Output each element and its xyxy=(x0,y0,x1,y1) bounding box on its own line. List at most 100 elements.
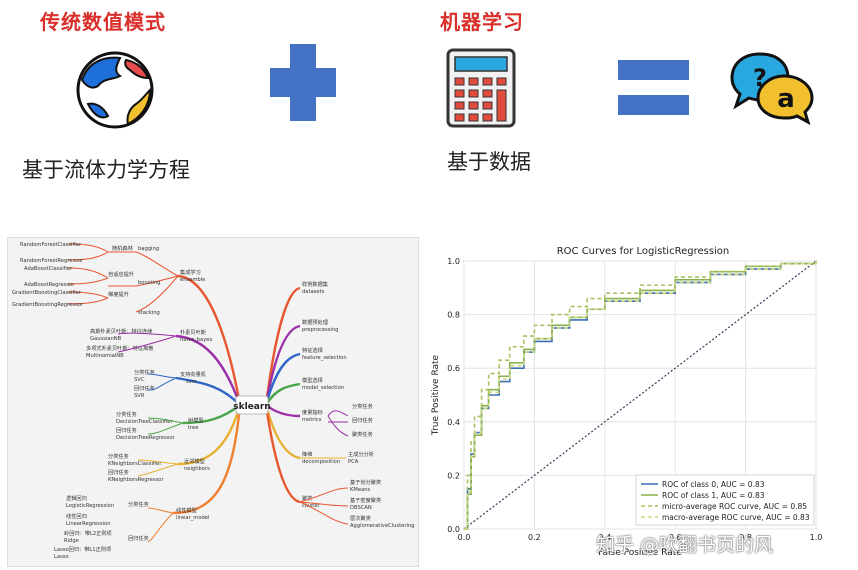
legend-box xyxy=(635,474,815,526)
decomp-pca: PCA xyxy=(348,459,359,465)
x-tick-label: 0.6 xyxy=(669,533,682,542)
x-tick-label: 0.2 xyxy=(528,533,541,542)
branch-cluster-en: cluster xyxy=(302,503,321,509)
branch-model-sel: 模型选择 xyxy=(302,376,324,384)
ensemble-boosting: boosting xyxy=(138,280,160,286)
ensemble-abc: AdaBoostClassifier xyxy=(24,266,73,272)
calculator-icon xyxy=(446,48,516,128)
svm-reg: 回归任务 xyxy=(134,384,155,392)
svm-cls: 分类任务 xyxy=(134,368,155,376)
ensemble-abr: AdaBoostRegressor xyxy=(24,282,75,288)
metrics-reg: 回归任务 xyxy=(352,416,373,424)
weather-map-icon xyxy=(76,51,154,129)
ensemble-rf: 随机森林 xyxy=(112,244,134,252)
tree-dtc: DecisionTreeClassifier xyxy=(116,419,173,425)
y-tick-label: 0.8 xyxy=(447,311,460,320)
ensemble-stacking: stacking xyxy=(138,310,160,316)
mindmap-center: sklearn xyxy=(233,402,270,412)
linear-linreg: LinearRegression xyxy=(66,521,111,527)
legend-label: micro-average ROC curve, AUC = 0.85 xyxy=(662,502,807,511)
branch-ensemble: 集成学习 xyxy=(180,268,201,276)
linear-logit: 逻辑回归 xyxy=(66,494,87,502)
knn-reg: 回归任务 xyxy=(108,468,129,476)
cluster-hier: 层次聚类 xyxy=(350,514,371,522)
branch-model-sel-en: model_selection xyxy=(302,385,344,391)
bayes-gaussnb: GaussianNB xyxy=(90,336,122,342)
linear-cls: 分类任务 xyxy=(128,500,149,508)
bayes-multinb: MultinomialNB xyxy=(86,353,124,359)
metrics-cls: 分类任务 xyxy=(352,402,373,410)
roc-series-line-1 xyxy=(464,261,817,530)
branch-metrics: 度量指标 xyxy=(302,408,323,416)
linear-lin: 线性回归 xyxy=(66,512,87,520)
branch-datasets: 样例数据集 xyxy=(302,280,329,288)
roc-series xyxy=(464,261,817,530)
bayes-gauss: 高斯朴素贝叶斯：特征连续 xyxy=(90,327,152,335)
branch-datasets-en: datasets xyxy=(302,289,325,295)
branch-cluster: 聚类 xyxy=(302,494,312,502)
cluster-part: 基于划分聚类 xyxy=(350,478,381,486)
qa-question-mark: ? xyxy=(753,64,767,92)
svm-svc: SVC xyxy=(134,377,145,383)
y-tick-label: 0.0 xyxy=(447,525,460,534)
ensemble-rfr: RandomForestRegressor xyxy=(20,258,84,264)
branch-neighbors-en: neighbors xyxy=(184,466,210,472)
branch-ensemble-en: ensemble xyxy=(180,277,205,283)
roc-chart: ROC Curves for LogisticRegression 0.0 0.2… xyxy=(426,239,846,566)
chart-title: ROC Curves for LogisticRegression xyxy=(557,246,730,257)
knn-knc: KNeighborsClassifier xyxy=(108,461,162,467)
ensemble-gbr: GradientBoostingRegressor xyxy=(12,302,84,308)
roc-series-line-3 xyxy=(464,261,817,530)
linear-lr: LogisticRegression xyxy=(66,503,114,509)
branch-tree: 树模型 xyxy=(188,416,204,424)
linear-ridge: Ridge xyxy=(64,538,79,544)
svm-svr: SVR xyxy=(134,393,145,399)
branch-svm: 支持向量机 xyxy=(180,370,207,378)
qa-answer-letter: a xyxy=(777,84,795,114)
chance-diagonal xyxy=(463,260,817,530)
question-answer-icon: ? a xyxy=(730,52,814,126)
equals-icon xyxy=(618,60,689,115)
branch-decomp: 降维 xyxy=(302,450,312,458)
linear-lasso: Lasso xyxy=(54,554,69,560)
y-tick-label: 0.2 xyxy=(447,471,460,480)
knn-cls: 分类任务 xyxy=(108,452,129,460)
x-axis-label: False Positive Rate xyxy=(598,548,682,558)
tree-cls: 分类任务 xyxy=(116,410,137,418)
ensemble-rfc: RandomForestClassifier xyxy=(20,242,82,248)
branch-preprocessing: 数据预处理 xyxy=(302,318,329,326)
branch-linear: 线性模型 xyxy=(176,506,197,514)
cluster-density: 基于密度聚类 xyxy=(350,496,381,504)
x-tick-label: 0.8 xyxy=(739,533,752,542)
cluster-kmeans: KMeans xyxy=(350,487,371,493)
branch-bayes-en: naive_bayes xyxy=(180,337,212,343)
branch-feature-en: feature_selection xyxy=(302,355,347,361)
linear-ridge-cn: 岭回归：带L2正则项 xyxy=(64,529,112,537)
y-tick-label: 0.4 xyxy=(447,418,460,427)
legend-label: ROC of class 1, AUC = 0.83 xyxy=(662,491,765,500)
x-ticks: 0.0 0.2 0.4 0.6 0.8 1.0 xyxy=(458,533,823,542)
branch-tree-en: tree xyxy=(188,425,198,431)
branch-linear-en: linear_model xyxy=(176,515,209,521)
x-tick-label: 1.0 xyxy=(810,533,823,542)
branch-feature: 特征选择 xyxy=(302,346,324,354)
machine-learning-heading: 机器学习 xyxy=(440,10,524,34)
traditional-model-caption: 基于流体力学方程 xyxy=(22,158,190,182)
y-tick-label: 1.0 xyxy=(447,257,460,266)
x-tick-label: 0.4 xyxy=(598,533,611,542)
machine-learning-caption: 基于数据 xyxy=(447,150,531,174)
ensemble-ada: 自适应提升 xyxy=(108,270,134,278)
legend-label: ROC of class 0, AUC = 0.83 xyxy=(662,480,765,489)
branch-metrics-en: metrics xyxy=(302,417,322,423)
x-tick-label: 0.0 xyxy=(458,533,471,542)
linear-reg: 回归任务 xyxy=(128,534,149,542)
branch-bayes: 朴素贝叶斯 xyxy=(180,328,206,336)
tree-reg: 回归任务 xyxy=(116,426,137,434)
ensemble-gbc: GradientBoostingClassifier xyxy=(12,290,82,296)
knn-knr: KNeighborsRegressor xyxy=(108,477,164,483)
y-tick-label: 0.6 xyxy=(447,364,460,373)
branch-preprocessing-en: preprocessing xyxy=(302,327,338,333)
decomp-pca-cn: 主成分分析 xyxy=(348,450,374,458)
